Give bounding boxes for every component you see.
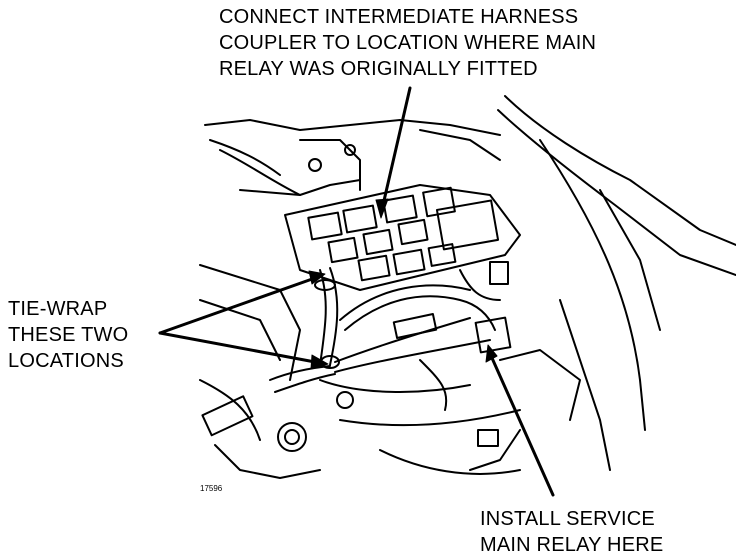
callout-line: INSTALL SERVICE (480, 508, 655, 530)
lower-engine-components (199, 264, 581, 479)
callout-line: CONNECT INTERMEDIATE HARNESS (219, 6, 579, 28)
arrowhead-coupler (375, 198, 389, 219)
callout-line: MAIN RELAY HERE (480, 534, 664, 556)
leader-arrows (158, 86, 555, 497)
arrow-to-relay-location (490, 356, 555, 497)
callout-line: COUPLER TO LOCATION WHERE MAIN (219, 32, 597, 54)
arrow-tie-wrap-upper (158, 276, 317, 335)
figure-number: 17596 (200, 484, 223, 493)
callout-line: RELAY WAS ORIGINALLY FITTED (219, 58, 538, 80)
arrow-tie-wrap-lower (158, 331, 317, 364)
wiring-harness (269, 267, 512, 393)
callout-line: LOCATIONS (8, 350, 124, 372)
callout-line: TIE-WRAP (8, 298, 108, 320)
arrow-to-coupler (381, 86, 412, 207)
arrowhead-relay-location (485, 344, 498, 363)
bulkhead-structure (204, 119, 501, 196)
arrowhead-tie-wrap-lower (310, 354, 329, 370)
callout-connect-coupler: CONNECT INTERMEDIATE HARNESS COUPLER TO … (219, 4, 596, 82)
callout-tie-wrap: TIE-WRAP THESE TWO LOCATIONS (8, 296, 128, 374)
fender-outline (497, 95, 736, 471)
callout-line: THESE TWO (8, 324, 129, 346)
arrowhead-tie-wrap-upper (308, 270, 326, 285)
callout-install-relay: INSTALL SERVICE MAIN RELAY HERE (480, 506, 663, 558)
